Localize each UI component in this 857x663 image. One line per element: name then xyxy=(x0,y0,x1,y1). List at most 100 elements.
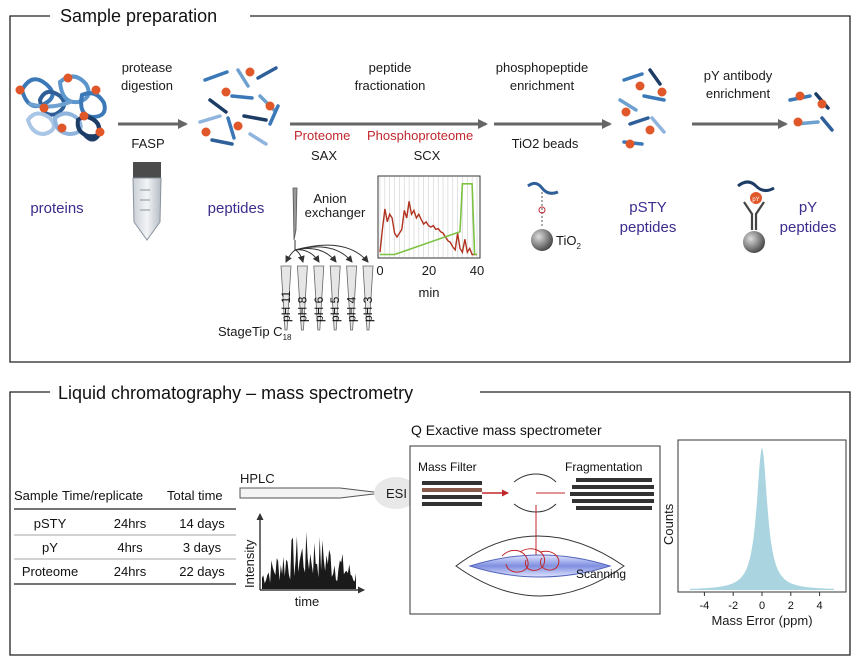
stagetip-0 xyxy=(280,265,292,331)
chrom-tick-20: 20 xyxy=(422,263,436,278)
lc-xlabel: time xyxy=(295,594,320,609)
tio2-label: TiO2 xyxy=(556,233,581,251)
anion-label-line2: exchanger xyxy=(305,205,366,220)
step1-method: FASP xyxy=(131,136,164,151)
pY-mark: pY xyxy=(752,197,759,203)
orbitrap-inner xyxy=(468,554,612,578)
stagetip-5 xyxy=(362,265,374,331)
ph-label-2: pH 6 xyxy=(312,296,326,322)
histogram-xlabel: Mass Error (ppm) xyxy=(711,613,812,628)
table-cell-0-0: pSTY xyxy=(34,516,67,531)
phospho-marks-pSTY xyxy=(621,81,667,149)
label-pY-line1: pY xyxy=(799,199,817,216)
chromatogram-frame xyxy=(377,175,481,259)
stagetip-text: StageTip C xyxy=(218,324,283,339)
scanning-label: Scanning xyxy=(576,567,626,581)
tio2-text: TiO xyxy=(556,233,576,248)
chrom-tick-0: 0 xyxy=(376,263,383,278)
ph-label-5: pH 3 xyxy=(361,296,375,322)
time-table: Sample Time/replicate Total time pSTY 24… xyxy=(14,488,236,585)
chromatogram-green-trace xyxy=(380,183,477,256)
step2-label-line1: peptide xyxy=(369,60,412,75)
panel-lc-ms: Liquid chromatography – mass spectrometr… xyxy=(9,383,851,656)
label-pSTY-line1: pSTY xyxy=(629,199,667,216)
step4-label-line2: enrichment xyxy=(706,86,771,101)
step2-red-right: Phosphoproteome xyxy=(367,128,473,143)
chromatogram: 0 20 40 min xyxy=(376,175,484,300)
table-cell-1-1: 4hrs xyxy=(117,540,143,555)
anion-exchanger-icon xyxy=(292,187,298,250)
table-header-time: Time/replicate xyxy=(62,488,143,503)
ion-orbit xyxy=(501,548,560,573)
step3-method: TiO2 beads xyxy=(512,136,579,151)
chromatogram-grid xyxy=(379,177,478,257)
label-pY-line2: peptides xyxy=(780,219,837,236)
hplc-label: HPLC xyxy=(240,471,275,486)
pSTY-peptides-icon xyxy=(618,68,666,146)
esi-label: ESI xyxy=(386,486,407,501)
stagetip-label: StageTip C18 xyxy=(218,324,292,342)
panel-a-frame xyxy=(9,15,851,363)
hist-tick-label-1: -2 xyxy=(728,600,738,612)
falcon-tube-icon xyxy=(132,162,162,241)
mass-filter-label: Mass Filter xyxy=(418,460,477,474)
chrom-tick-40: 40 xyxy=(470,263,484,278)
table-header-sample: Sample xyxy=(14,488,58,503)
esi-source xyxy=(374,477,418,509)
table-cell-0-2: 14 days xyxy=(179,516,225,531)
table-cell-2-2: 22 days xyxy=(179,564,225,579)
label-pSTY-line2: peptides xyxy=(620,219,677,236)
stagetip-arrows xyxy=(285,244,369,263)
phospho-marks-peptides xyxy=(201,67,275,137)
stagetip-3 xyxy=(329,265,341,331)
step4-label-line1: pY antibody xyxy=(704,68,773,83)
step2-red-left: Proteome xyxy=(294,128,350,143)
phospho-marks-pY xyxy=(793,91,827,127)
hist-tick-label-0: -4 xyxy=(700,600,710,612)
table-cell-0-1: 24hrs xyxy=(114,516,147,531)
chrom-xlabel: min xyxy=(419,285,440,300)
table-header-total: Total time xyxy=(167,488,223,503)
step1-label-line2: digestion xyxy=(121,78,173,93)
ph-label-4: pH 4 xyxy=(345,296,359,322)
step2-label-line2: fractionation xyxy=(355,78,426,93)
step3-label-line1: phosphopeptide xyxy=(496,60,589,75)
stagetip-2 xyxy=(313,265,325,331)
phospho-marks-proteins xyxy=(15,73,105,137)
histogram-ylabel: Counts xyxy=(661,503,676,545)
hist-tick-label-4: 4 xyxy=(817,600,823,612)
panel-sample-preparation: Sample preparation protease digestion F xyxy=(9,6,851,363)
panel-a-heading: Sample preparation xyxy=(60,6,217,26)
table-cell-2-0: Proteome xyxy=(22,564,78,579)
stagetip-1 xyxy=(296,265,308,331)
histogram-distribution xyxy=(690,448,834,590)
step2-sub-right: SCX xyxy=(414,148,441,163)
fragmentation-label: Fragmentation xyxy=(565,460,642,474)
antibody-bead-icon: pY xyxy=(737,180,775,253)
step3-label-line2: enrichment xyxy=(510,78,575,93)
chromatogram-red-trace xyxy=(379,201,477,256)
ph-label-1: pH 8 xyxy=(295,296,309,322)
hist-tick-label-3: 2 xyxy=(788,600,794,612)
lc-trace-fill xyxy=(262,531,356,589)
step1-label-line1: protease xyxy=(122,60,173,75)
hcd-cell-rods xyxy=(570,478,654,510)
panel-b-heading: Liquid chromatography – mass spectrometr… xyxy=(58,383,413,403)
lc-ylabel: Intensity xyxy=(242,539,257,588)
peptide-cluster-icon xyxy=(198,66,280,146)
mass-spectrometer: Q Exactive mass spectrometer Mass Filter… xyxy=(409,422,661,615)
quadrupole-rods xyxy=(422,481,482,506)
ms-title: Q Exactive mass spectrometer xyxy=(411,422,602,438)
table-cell-2-1: 24hrs xyxy=(114,564,147,579)
panel-b-frame xyxy=(9,391,851,656)
orbitrap-outer xyxy=(455,535,625,597)
tio2-subscript: 2 xyxy=(576,242,581,251)
stagetip-4 xyxy=(346,265,358,331)
ph-label-0: pH 11 xyxy=(279,291,293,322)
label-proteins: proteins xyxy=(30,200,83,217)
anion-label-line1: Anion xyxy=(313,191,346,206)
